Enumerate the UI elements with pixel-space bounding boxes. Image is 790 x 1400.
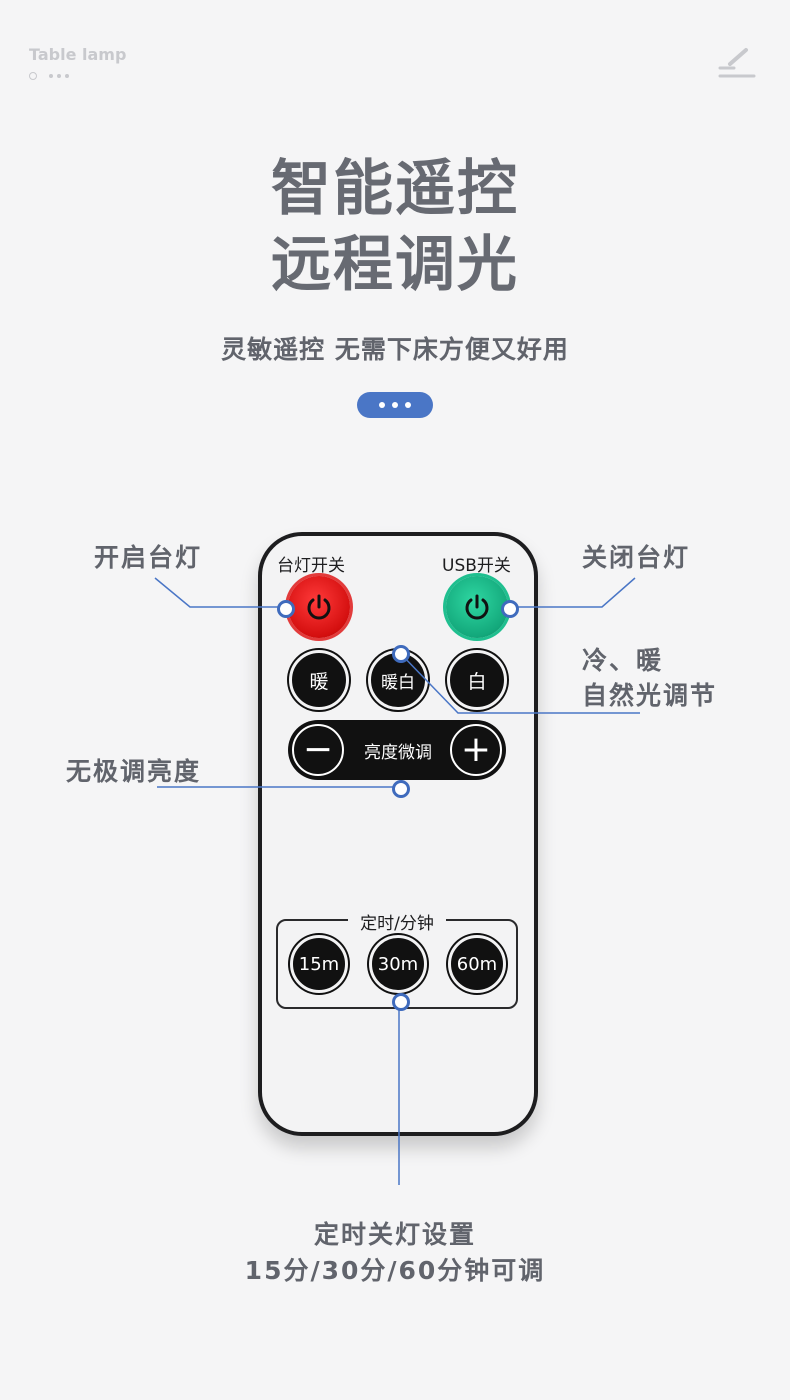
marker-color-temp: [392, 645, 410, 663]
lamp-power-button[interactable]: [288, 576, 350, 638]
callout-brightness: 无极调亮度: [66, 757, 202, 786]
usb-switch-label: USB开关: [442, 556, 511, 576]
callout-timer-2: 15分/30分/60分钟可调: [244, 1256, 546, 1285]
title-line-1: 智能遥控: [271, 154, 519, 224]
brand-name: Table lamp: [29, 45, 127, 64]
timer-30-button[interactable]: 30m: [369, 935, 427, 993]
callout-off: 关闭台灯: [582, 543, 691, 572]
timer-15-button[interactable]: 15m: [290, 935, 348, 993]
callout-color-temp-1: 冷、暖: [582, 646, 664, 675]
power-icon: [307, 594, 331, 620]
white-button[interactable]: 白: [447, 650, 507, 710]
brightness-label: 亮度微调: [364, 743, 432, 763]
callout-color-temp-2: 自然光调节: [582, 681, 718, 710]
brand-dots: [29, 72, 69, 80]
power-icon: [465, 594, 489, 620]
marker-brightness: [392, 780, 410, 798]
marker-timer: [392, 993, 410, 1011]
usb-power-button[interactable]: [446, 576, 508, 638]
title-line-2: 远程调光: [271, 230, 519, 300]
subtitle: 灵敏遥控 无需下床方便又好用: [221, 335, 569, 364]
callout-timer-1: 定时关灯设置: [313, 1220, 476, 1249]
lamp-switch-label: 台灯开关: [277, 556, 345, 576]
lamp-pen-icon: [718, 48, 756, 78]
brightness-plus-button[interactable]: +: [450, 724, 502, 776]
warm-button[interactable]: 暖: [289, 650, 349, 710]
callout-on: 开启台灯: [94, 543, 203, 572]
timer-60-button[interactable]: 60m: [448, 935, 506, 993]
brightness-minus-button[interactable]: −: [292, 724, 344, 776]
marker-off: [501, 600, 519, 618]
marker-on: [277, 600, 295, 618]
timer-title: 定时/分钟: [348, 909, 446, 934]
dots-pill: [357, 392, 433, 418]
